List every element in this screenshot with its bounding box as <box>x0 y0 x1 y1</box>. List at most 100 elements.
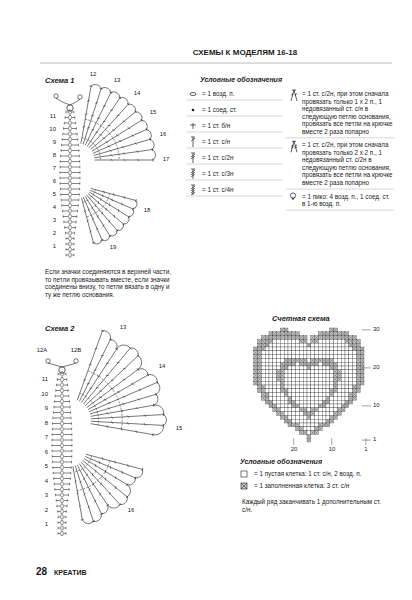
chart-cell <box>265 339 269 343</box>
stitch-stroke <box>113 193 115 196</box>
chart-cell <box>269 339 273 343</box>
filled-cell-mark <box>334 415 338 419</box>
stitch-stroke <box>64 418 71 419</box>
chart-cell <box>269 400 273 404</box>
chart-cell <box>311 377 315 381</box>
filled-cell-mark <box>258 385 262 389</box>
chart-cell <box>318 351 322 355</box>
stitch-stroke <box>64 407 70 408</box>
chart-cell <box>280 370 284 374</box>
chart-cell <box>273 389 277 393</box>
filled-cell-mark <box>261 347 265 351</box>
stitch-stroke <box>83 348 130 404</box>
butterfly-body <box>54 94 82 257</box>
chart-cell <box>349 339 353 343</box>
stitch-stroke <box>67 384 68 387</box>
stitch-stroke <box>63 221 64 224</box>
chart-cell <box>349 400 353 404</box>
stitch-stroke <box>57 379 60 380</box>
stitch-stroke <box>84 493 86 495</box>
filled-cell-mark <box>284 332 288 336</box>
stitch-stroke <box>79 182 80 185</box>
filled-cell-mark <box>334 381 338 385</box>
chart-cell <box>280 396 284 400</box>
filled-cell-mark <box>334 374 338 378</box>
stitch-stroke <box>72 134 77 135</box>
chart-cell <box>258 370 262 374</box>
chart-cell <box>334 381 338 385</box>
stitch-stroke <box>115 476 116 479</box>
stitch-stroke <box>70 411 71 414</box>
chart-cell-symbol <box>241 471 247 477</box>
stitch-stroke <box>66 249 68 250</box>
filled-cell-mark <box>258 374 262 378</box>
chart-cell <box>299 396 303 400</box>
chart-cell <box>303 355 307 359</box>
chain-symbol <box>69 137 72 142</box>
chart-cell <box>337 393 341 397</box>
chart-cell <box>326 423 330 427</box>
filled-cell-mark <box>337 336 341 340</box>
stitch-stroke <box>101 355 104 356</box>
chart-cell <box>292 366 296 370</box>
stitch-stroke <box>64 423 71 424</box>
filled-cell-mark <box>296 404 300 408</box>
stitch-stroke <box>64 456 72 457</box>
chart-cell <box>296 351 300 355</box>
filled-cell-mark <box>284 358 288 362</box>
chart-cell <box>288 408 292 412</box>
stitch-stroke <box>72 123 76 124</box>
stitch-stroke <box>74 248 75 251</box>
chart-cell <box>261 358 265 362</box>
stitch-stroke <box>58 528 60 529</box>
filled-cell-mark <box>318 336 322 340</box>
chart-cell <box>337 396 341 400</box>
stitch-stroke <box>52 429 60 430</box>
chart-cell <box>311 431 315 435</box>
filled-cell-mark <box>360 358 364 362</box>
chain-symbol <box>69 176 72 181</box>
chart-cell <box>315 347 319 351</box>
chart-cell <box>284 370 288 374</box>
stitch-stroke <box>81 349 116 402</box>
filled-cell-mark <box>326 358 330 362</box>
chart-cell <box>265 400 269 404</box>
stitch-stroke <box>52 422 53 425</box>
chart-cell <box>292 377 296 381</box>
chart-cell <box>299 362 303 366</box>
chart-cell <box>330 396 334 400</box>
stitch-stroke <box>52 455 53 458</box>
chart-cell <box>277 404 281 408</box>
stitch-stroke <box>122 403 124 405</box>
stitch-stroke <box>72 145 78 146</box>
chart-cell <box>296 412 300 416</box>
filled-cell-mark <box>318 332 322 336</box>
stitch-stroke <box>66 248 67 251</box>
chart-cell <box>292 385 296 389</box>
chart-cell <box>315 427 319 431</box>
chart-cell <box>315 385 319 389</box>
chart-cell <box>258 374 262 378</box>
row-number: 18 <box>139 207 155 214</box>
filled-cell-mark <box>284 336 288 340</box>
filled-cell-mark <box>341 332 345 336</box>
chart-cell <box>307 370 311 374</box>
filled-cell-mark <box>307 362 311 366</box>
stitch-stroke <box>191 156 195 158</box>
chart-cell <box>353 377 357 381</box>
stitch-stroke <box>78 199 79 202</box>
stitch-stroke <box>53 472 54 475</box>
chart-cell <box>277 408 281 412</box>
chart-cell <box>288 389 292 393</box>
stitch-stroke <box>66 238 68 239</box>
chart-cell <box>258 362 262 366</box>
filled-cell-mark <box>277 412 281 416</box>
chart-cell <box>356 366 360 370</box>
filled-cell-mark <box>330 389 334 393</box>
chart-cell <box>356 374 360 378</box>
chart-cell <box>292 412 296 416</box>
filled-cell-mark <box>292 423 296 427</box>
chart-cell <box>296 377 300 381</box>
row-number: 2 <box>34 507 48 514</box>
